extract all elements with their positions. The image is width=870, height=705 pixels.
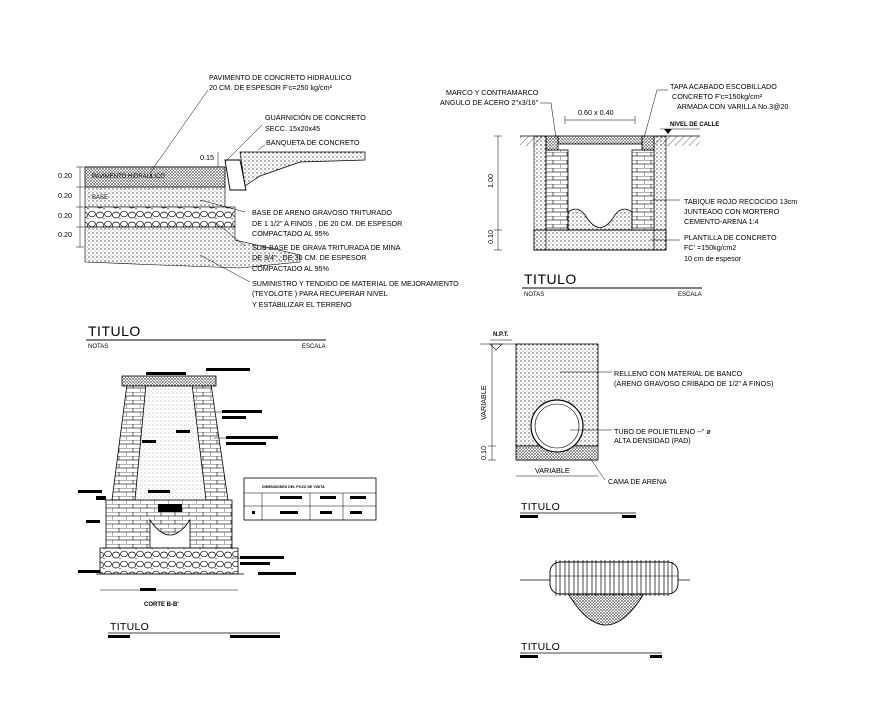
table-title: DIMENSIONES DEL POZO DE VISITA: [262, 485, 325, 489]
registro-title: TITULO: [524, 271, 577, 287]
cama-label: CAMA DE ARENA: [608, 477, 667, 486]
tubo-detail: TITULO: [520, 560, 690, 658]
subbase-label-2: DE 3/4" , DE 30 CM. DE ESPESOR: [252, 253, 366, 262]
marco-label-2: ANGULO DE ACERO 2"x3/16": [440, 98, 539, 107]
registro-wall-right: [631, 149, 655, 231]
registro-frame-right: [641, 135, 655, 151]
relleno-label-2: (ARENO GRAVOSO CRIBADO DE 1/2" A FINOS): [614, 379, 773, 388]
pavimento-label: PAVIMENTO DE CONCRETO HIDRAULICO: [209, 73, 352, 82]
dim-020-c: 0.20: [58, 211, 72, 220]
dim-015: 0.15: [200, 153, 214, 162]
pozo-escala: ESCALA: [302, 344, 326, 350]
corrugated-pipe: [549, 560, 679, 596]
improvement-layer: [84, 226, 301, 269]
pozo-detail: TITULO NOTAS ESCALA: [78, 323, 377, 638]
pavement-section-detail: PAVIMENTO HIDRAULICO BASE 0.20 0.20 0.20…: [58, 73, 459, 309]
registro-channel: [567, 208, 633, 231]
guarnicion-spec: SECC. 15x20x45: [265, 124, 320, 133]
tubo-title: TITULO: [521, 641, 560, 653]
tabique-label-2: JUNTEADO CON MORTERO: [684, 207, 780, 216]
tubo-label-1: TUBO DE POLIETILENO --" ø: [614, 427, 711, 436]
registro-dim-top: 0.60 x 0.40: [578, 108, 614, 117]
marco-label-1: MARCO Y CONTRAMARCO: [446, 88, 539, 97]
tubo-label-2: ALTA DENSIDAD (PAD): [614, 436, 691, 445]
dim-020-b: 0.20: [58, 191, 72, 200]
base-label-2: DE 1 1/2" A FINOS , DE 20 CM. DE ESPESOR: [252, 219, 402, 228]
pozo-cap: [121, 375, 217, 387]
dim-020-a: 0.20: [58, 171, 72, 180]
pozo-dimensions-table: DIMENSIONES DEL POZO DE VISITA: [243, 477, 377, 521]
pozo-notas: NOTAS: [88, 344, 108, 350]
pozo-base: [99, 547, 239, 575]
zanja-title: TITULO: [521, 501, 560, 513]
npt-label: N.P.T.: [493, 332, 509, 338]
registro-escala: ESCALA: [678, 292, 702, 298]
registro-notas: NOTAS: [524, 292, 544, 298]
registro-lid: [555, 135, 645, 145]
suministro-label-2: (TEYOLOTE ) PARA RECUPERAR NIVEL: [252, 289, 388, 298]
inline-pavement-label: PAVIMENTO HIDRAULICO: [92, 174, 165, 180]
tapa-label-3: ARMADA CON VARILLA No.3@20: [677, 102, 788, 111]
tubo-sand-bed: [565, 589, 647, 626]
zanja-detail: N.P.T. VARIABLE 0.10 VARIABLE RELLENO CO…: [479, 332, 773, 518]
pavimento-spec: 20 CM. DE ESPESOR F'c=250 kg/cm²: [209, 83, 333, 92]
tabique-label-1: TABIQUE ROJO RECOCIDO 13cm: [684, 197, 797, 206]
registro-frame-left: [545, 135, 559, 151]
tabique-label-3: CEMENTO-ARENA 1:4: [684, 217, 759, 226]
nivel-calle-label: NIVEL DE CALLE: [670, 122, 719, 128]
registro-dim-010: 0.10: [486, 230, 495, 244]
tapa-label-2: CONCRETO F'c=150kg/cm²: [672, 92, 763, 101]
registro-slab: [533, 229, 667, 251]
tapa-label-1: TAPA ACABADO ESCOBILLADO: [670, 82, 777, 91]
subbase-label-1: SUB-BASE DE GRAVA TRITURADA DE MINA: [252, 243, 401, 252]
plantilla-label-3: 10 cm de espesor: [684, 254, 742, 263]
base-label-3: COMPACTADO AL 95%: [252, 229, 330, 238]
zanja-variable-vertical: VARIABLE: [479, 385, 488, 420]
suministro-label-3: Y ESTABILIZAR EL TERRENO: [252, 300, 352, 309]
inline-base-label: BASE: [92, 195, 108, 201]
pozo-title: TITULO: [88, 323, 141, 339]
subbase-label-3: COMPACTADO AL 95%: [252, 264, 330, 273]
zanja-variable-horizontal: VARIABLE: [535, 466, 570, 475]
curb: [224, 159, 247, 191]
corte-label: CORTE B-B': [144, 602, 179, 608]
sidewalk: [239, 151, 366, 187]
base-label-1: BASE DE ARENO GRAVOSO TRITURADO: [252, 208, 392, 217]
relleno-label-1: RELLENO CON MATERIAL DE BANCO: [614, 369, 743, 378]
banqueta-label: BANQUETA DE CONCRETO: [266, 138, 360, 147]
guarnicion-label: GUARNICIÓN DE CONCRETO: [265, 113, 366, 122]
dim-020-d: 0.20: [58, 230, 72, 239]
registro-wall-left: [545, 149, 569, 231]
suministro-label-1: SUMINISTRO Y TENDIDO DE MATERIAL DE MEJO…: [252, 279, 459, 288]
registro-dim-100: 1.00: [486, 174, 495, 188]
subbase-layer: [84, 206, 236, 228]
pozo-bottom-title: TITULO: [110, 621, 149, 633]
zanja-dim-010: 0.10: [479, 446, 488, 460]
registro-detail: 1.00 0.10 0.60 x 0.40 NIVEL DE CALLE MAR…: [440, 82, 797, 298]
plantilla-label-2: FC' =150kg/cm2: [684, 243, 736, 252]
plantilla-label-1: PLANTILLA DE CONCRETO: [684, 233, 777, 242]
